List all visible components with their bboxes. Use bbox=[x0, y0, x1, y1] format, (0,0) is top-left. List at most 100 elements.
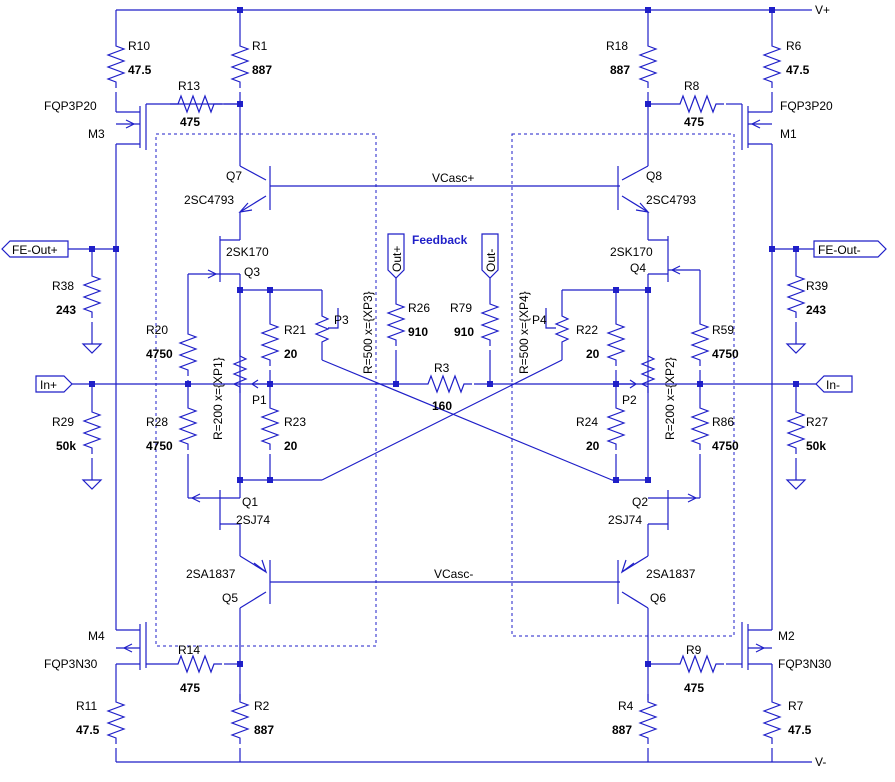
resistor-R6 bbox=[763, 37, 781, 89]
resistor-R7 bbox=[763, 693, 781, 745]
label-R8-ref: R8 bbox=[684, 79, 700, 93]
label-Q8-ref: Q8 bbox=[646, 169, 662, 183]
jfet-Q3 bbox=[188, 236, 240, 282]
label-R23-ref: R23 bbox=[284, 415, 306, 429]
potentiometer-P3 bbox=[314, 290, 613, 481]
label-R10-ref: R10 bbox=[128, 39, 150, 53]
label-R26-ref: R26 bbox=[408, 301, 430, 315]
resistor-R13 bbox=[169, 95, 223, 113]
resistor-R21 bbox=[261, 315, 279, 367]
label-R6-value: 47.5 bbox=[786, 63, 810, 77]
potentiometer-P2 bbox=[616, 350, 656, 393]
mosfet-M4 bbox=[116, 622, 170, 670]
label-R20-ref: R20 bbox=[146, 323, 168, 337]
label-R13-ref: R13 bbox=[178, 79, 200, 93]
port-label-fe-out-minus: FE-Out- bbox=[818, 243, 861, 257]
label-Q4-part: 2SK170 bbox=[610, 245, 653, 259]
label-R39-ref: R39 bbox=[806, 279, 828, 293]
label-R6-ref: R6 bbox=[786, 39, 802, 53]
label-R18-value: 887 bbox=[610, 63, 630, 77]
label-R79-value: 910 bbox=[454, 325, 474, 339]
ground-R39 bbox=[786, 343, 806, 354]
ground-R29 bbox=[82, 479, 102, 490]
label-R86-ref: R86 bbox=[712, 415, 734, 429]
resistor-R59 bbox=[691, 315, 709, 367]
label-R18-ref: R18 bbox=[606, 39, 628, 53]
dashed-box-right bbox=[511, 133, 735, 637]
label-Q2-ref: Q2 bbox=[632, 495, 648, 509]
junction-dots bbox=[89, 7, 799, 667]
transistor-Q8 bbox=[617, 165, 650, 213]
port-label-out-plus: Out+ bbox=[390, 246, 404, 272]
resistor-R10 bbox=[107, 37, 125, 89]
label-R26-value: 910 bbox=[408, 325, 428, 339]
label-Q2-part: 2SJ74 bbox=[608, 513, 642, 527]
port-label-in-plus: In+ bbox=[40, 378, 57, 392]
mosfet-M2 bbox=[726, 622, 772, 670]
label-R14-ref: R14 bbox=[178, 643, 200, 657]
label-P1-ref: P1 bbox=[252, 393, 267, 407]
resistor-R29 bbox=[83, 403, 101, 455]
port-label-fe-out-plus: FE-Out+ bbox=[12, 243, 58, 257]
label-P4-ref: P4 bbox=[532, 313, 547, 327]
resistor-R18 bbox=[639, 37, 657, 89]
port-label-out-minus: Out- bbox=[484, 249, 498, 272]
resistor-R20 bbox=[179, 325, 197, 377]
label-R11-ref: R11 bbox=[76, 699, 97, 713]
resistor-R24 bbox=[607, 399, 625, 451]
label-R8-value: 475 bbox=[684, 115, 704, 129]
label-Q7-part: 2SC4793 bbox=[184, 193, 234, 207]
label-R20-value: 4750 bbox=[146, 347, 173, 361]
label-R22-value: 20 bbox=[586, 347, 600, 361]
resistor-R28 bbox=[179, 399, 197, 451]
ground-R38 bbox=[82, 343, 102, 354]
label-M4-part: FQP3N30 bbox=[44, 657, 98, 671]
net-label-vminus: V- bbox=[815, 755, 826, 769]
jfet-Q2 bbox=[648, 490, 698, 530]
label-Q3-part: 2SK170 bbox=[226, 245, 269, 259]
label-Q6-ref: Q6 bbox=[650, 591, 666, 605]
label-P1-param: R=200 x={XP1} bbox=[211, 357, 225, 440]
label-Q5-ref: Q5 bbox=[222, 591, 238, 605]
label-R3-value: 160 bbox=[432, 399, 452, 413]
resistor-R1 bbox=[231, 37, 249, 89]
label-R4-value: 887 bbox=[612, 723, 632, 737]
net-label-feedback: Feedback bbox=[412, 233, 468, 247]
label-R7-ref: R7 bbox=[788, 699, 804, 713]
label-R29-ref: R29 bbox=[52, 415, 74, 429]
label-R1-value: 887 bbox=[252, 63, 272, 77]
label-M2-part: FQP3N30 bbox=[778, 657, 832, 671]
port-label-in-minus: In- bbox=[826, 378, 840, 392]
label-Q7-ref: Q7 bbox=[226, 169, 242, 183]
label-R29-value: 50k bbox=[56, 439, 76, 453]
label-R2-ref: R2 bbox=[254, 699, 270, 713]
label-R39-value: 243 bbox=[806, 303, 826, 317]
label-R10-value: 47.5 bbox=[128, 63, 152, 77]
label-Q5-part: 2SA1837 bbox=[186, 567, 236, 581]
resistor-R2 bbox=[231, 693, 249, 745]
port-in-plus bbox=[35, 375, 270, 393]
resistor-R79 bbox=[481, 295, 499, 347]
label-R23-value: 20 bbox=[284, 439, 298, 453]
label-M4-ref: M4 bbox=[88, 629, 105, 643]
transistor-Q6 bbox=[617, 555, 649, 609]
resistor-R9 bbox=[671, 655, 725, 673]
label-R38-value: 243 bbox=[56, 303, 76, 317]
port-in-minus bbox=[612, 375, 853, 393]
label-R86-value: 4750 bbox=[712, 439, 739, 453]
dashed-box-left bbox=[155, 133, 377, 647]
label-M1-ref: M1 bbox=[780, 127, 797, 141]
label-R1-ref: R1 bbox=[252, 39, 268, 53]
resistor-R4 bbox=[639, 693, 657, 745]
label-R3-ref: R3 bbox=[434, 361, 450, 375]
jfet-Q4 bbox=[648, 236, 700, 282]
label-P4-param: R=500 x={XP4} bbox=[517, 291, 531, 374]
label-R9-ref: R9 bbox=[686, 643, 702, 657]
label-R14-value: 475 bbox=[180, 681, 200, 695]
label-R21-ref: R21 bbox=[284, 323, 306, 337]
potentiometer-P4 bbox=[545, 290, 570, 360]
net-label-vcasc-plus: VCasc+ bbox=[432, 171, 474, 185]
label-R59-ref: R59 bbox=[712, 323, 734, 337]
